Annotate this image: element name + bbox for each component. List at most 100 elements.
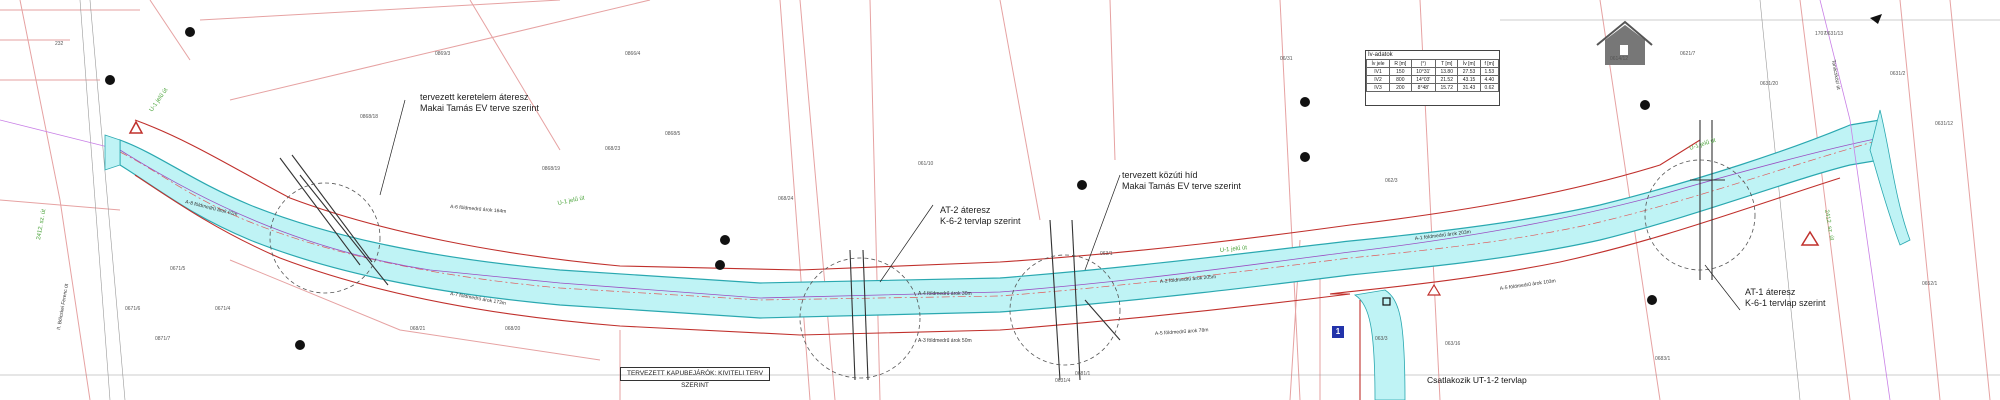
legend-cell: 10°31' bbox=[1410, 67, 1437, 76]
parcel-label: 068/20 bbox=[505, 326, 521, 332]
legend-cell: 150 bbox=[1389, 67, 1412, 76]
parcel-label: 0871/7 bbox=[155, 336, 171, 342]
parcel-label: 0671/4 bbox=[215, 306, 231, 312]
parcel-label: 0631/2 bbox=[1890, 71, 1906, 77]
annotation-line: Makai Tamás EV terve szerint bbox=[420, 103, 539, 113]
parcel-label: 0869/3 bbox=[435, 51, 451, 57]
parcel-label: 0868/18 bbox=[360, 114, 378, 120]
structures bbox=[279, 120, 1725, 381]
parcel-label: 068/24 bbox=[778, 196, 794, 202]
parcel-label: 06/31 bbox=[1280, 56, 1293, 62]
parcel-label: 0631/4 bbox=[1055, 378, 1071, 384]
kapubejarok-note: TERVEZETT KAPUBEJÁRÓK: KIVITELI TERV SZE… bbox=[620, 367, 770, 389]
parcel-label: 232 bbox=[55, 41, 64, 47]
warning-triangle-right-icon bbox=[1800, 230, 1820, 246]
parcel-label: 063/3 bbox=[1375, 336, 1388, 342]
parcel-labels: 232 0869/3 0866/4 0868/5 0868/18 0868/19… bbox=[55, 31, 1953, 384]
legend-cell: 4.40 bbox=[1479, 75, 1500, 84]
annotation-keretelem: tervezett keretelem áteresz Makai Tamás … bbox=[420, 92, 539, 114]
parcel-label: 1707 bbox=[1815, 31, 1826, 37]
parcel-label: 0671/5 bbox=[170, 266, 186, 272]
legend-header-row: Ív jele R [m] (°) T [m] Ív [m] f [m] bbox=[1365, 59, 1500, 68]
curve-data-legend: Ív-adatok Ív jele R [m] (°) T [m] Ív [m]… bbox=[1365, 50, 1500, 106]
legend-cell: 15.72 bbox=[1435, 83, 1459, 92]
annotation-line: AT-2 áteresz bbox=[940, 205, 991, 215]
parcel-label: 063/1 bbox=[1100, 251, 1113, 257]
legend-row: IV1 150 10°31' 13.80 27.53 1.53 bbox=[1365, 67, 1500, 76]
connection-note: Csatlakozik UT-1-2 tervlap bbox=[1427, 375, 1527, 385]
purple-boundary-right bbox=[1819, 0, 1891, 400]
legend-cell: 43.15 bbox=[1457, 75, 1481, 84]
legend-header: Ív jele bbox=[1365, 59, 1391, 68]
legend-cell: 8°48' bbox=[1410, 83, 1437, 92]
annotation-at1: AT-1 áteresz K-6-1 tervlap szerint bbox=[1745, 287, 1826, 309]
purple-alignment bbox=[119, 137, 1881, 299]
right-junction bbox=[1869, 109, 1911, 246]
north-triangle-icon bbox=[1870, 14, 1882, 24]
ditch-label-a2: A-2 földmedrű árok 205m bbox=[1160, 274, 1217, 285]
purple-boundary-left bbox=[0, 119, 121, 151]
ditch-label-a4: A-4 földmedrű árok 30m bbox=[918, 291, 972, 297]
legend-cell: IV3 bbox=[1365, 83, 1391, 92]
legend-cell: 1.53 bbox=[1479, 67, 1500, 76]
legend-cell: IV1 bbox=[1365, 67, 1391, 76]
parcel-label: 063/16 bbox=[1445, 341, 1461, 347]
parcel-label: 0631/13 bbox=[1825, 31, 1843, 37]
road-label-u1-mid: U-1 jelű út bbox=[557, 195, 585, 207]
road-label-2412-right: 2412. sz. út bbox=[1823, 209, 1834, 241]
leader-lines bbox=[379, 99, 1741, 311]
ditch-label-a3: A-3 földmedrű árok 50m bbox=[918, 338, 972, 344]
legend-header: T [m] bbox=[1435, 59, 1459, 68]
legend-table: Ív jele R [m] (°) T [m] Ív [m] f [m] IV1… bbox=[1365, 59, 1500, 92]
legend-cell: IV2 bbox=[1365, 75, 1391, 84]
parcel-label: 0868/19 bbox=[542, 166, 560, 172]
parcel-label: 0868/5 bbox=[665, 131, 681, 137]
benchmark-symbols bbox=[105, 27, 1657, 350]
ditch-label-a5: A-5 földmedrű árok 78m bbox=[1155, 327, 1209, 337]
left-junction bbox=[104, 134, 121, 171]
road-label-2412-left: 2412. sz. út bbox=[36, 208, 47, 240]
warning-triangle-mid-icon bbox=[1426, 283, 1442, 296]
legend-title: Ív-adatok bbox=[1368, 52, 1393, 58]
legend-header: (°) bbox=[1410, 59, 1437, 68]
parcel-label: 0652/1 bbox=[1922, 281, 1938, 287]
warning-triangle-left-icon bbox=[128, 120, 144, 134]
legend-header: f [m] bbox=[1479, 59, 1500, 68]
parcel-label: 0631/12 bbox=[1935, 121, 1953, 127]
parcel-label: 068/21 bbox=[410, 326, 426, 332]
annotation-line: AT-1 áteresz bbox=[1745, 287, 1796, 297]
annotation-kozuti-hid: tervezett közúti híd Makai Tamás EV terv… bbox=[1122, 170, 1241, 192]
annotation-line: Makai Tamás EV terve szerint bbox=[1122, 181, 1241, 191]
parcel-label: 0614/12 bbox=[1610, 56, 1628, 62]
parcel-label: 0631/20 bbox=[1760, 81, 1778, 87]
parcel-label: 0681/1 bbox=[1075, 371, 1091, 377]
annotation-line: K-6-1 tervlap szerint bbox=[1745, 298, 1826, 308]
parcel-label: 062/3 bbox=[1385, 178, 1398, 184]
parcel-label: 0683/1 bbox=[1655, 356, 1671, 362]
annotation-line: K-6-2 tervlap szerint bbox=[940, 216, 1021, 226]
legend-cell: 800 bbox=[1389, 75, 1412, 84]
parcel-label: 0671/6 bbox=[125, 306, 141, 312]
square-marker-icon bbox=[1382, 297, 1391, 306]
road-centerline bbox=[119, 139, 1881, 301]
marker-badge: 1 bbox=[1332, 326, 1344, 338]
detail-circles bbox=[269, 159, 1756, 379]
parcel-label: 0866/4 bbox=[625, 51, 641, 57]
legend-header: Ív [m] bbox=[1457, 59, 1481, 68]
parcel-label: 0621/7 bbox=[1680, 51, 1696, 57]
road-label-tanacs: Tanácsközi út bbox=[1830, 59, 1841, 90]
legend-cell: 31.43 bbox=[1457, 83, 1481, 92]
legend-row: IV3 200 8°48' 15.72 31.43 0.62 bbox=[1365, 83, 1500, 92]
legend-cell: 27.53 bbox=[1457, 67, 1481, 76]
parcel-label: 061/10 bbox=[918, 161, 934, 167]
road-label-u1-center: U-1 jelű út bbox=[1220, 245, 1248, 254]
legend-cell: 0.62 bbox=[1479, 83, 1500, 92]
legend-header: R [m] bbox=[1389, 59, 1412, 68]
annotation-at2: AT-2 áteresz K-6-2 tervlap szerint bbox=[940, 205, 1021, 227]
parcel-label: 068/23 bbox=[605, 146, 621, 152]
north-arrow-house-icon bbox=[1596, 20, 1653, 65]
annotation-line: tervezett közúti híd bbox=[1122, 170, 1198, 180]
legend-cell: 13.80 bbox=[1435, 67, 1459, 76]
legend-cell: 14°03' bbox=[1410, 75, 1437, 84]
